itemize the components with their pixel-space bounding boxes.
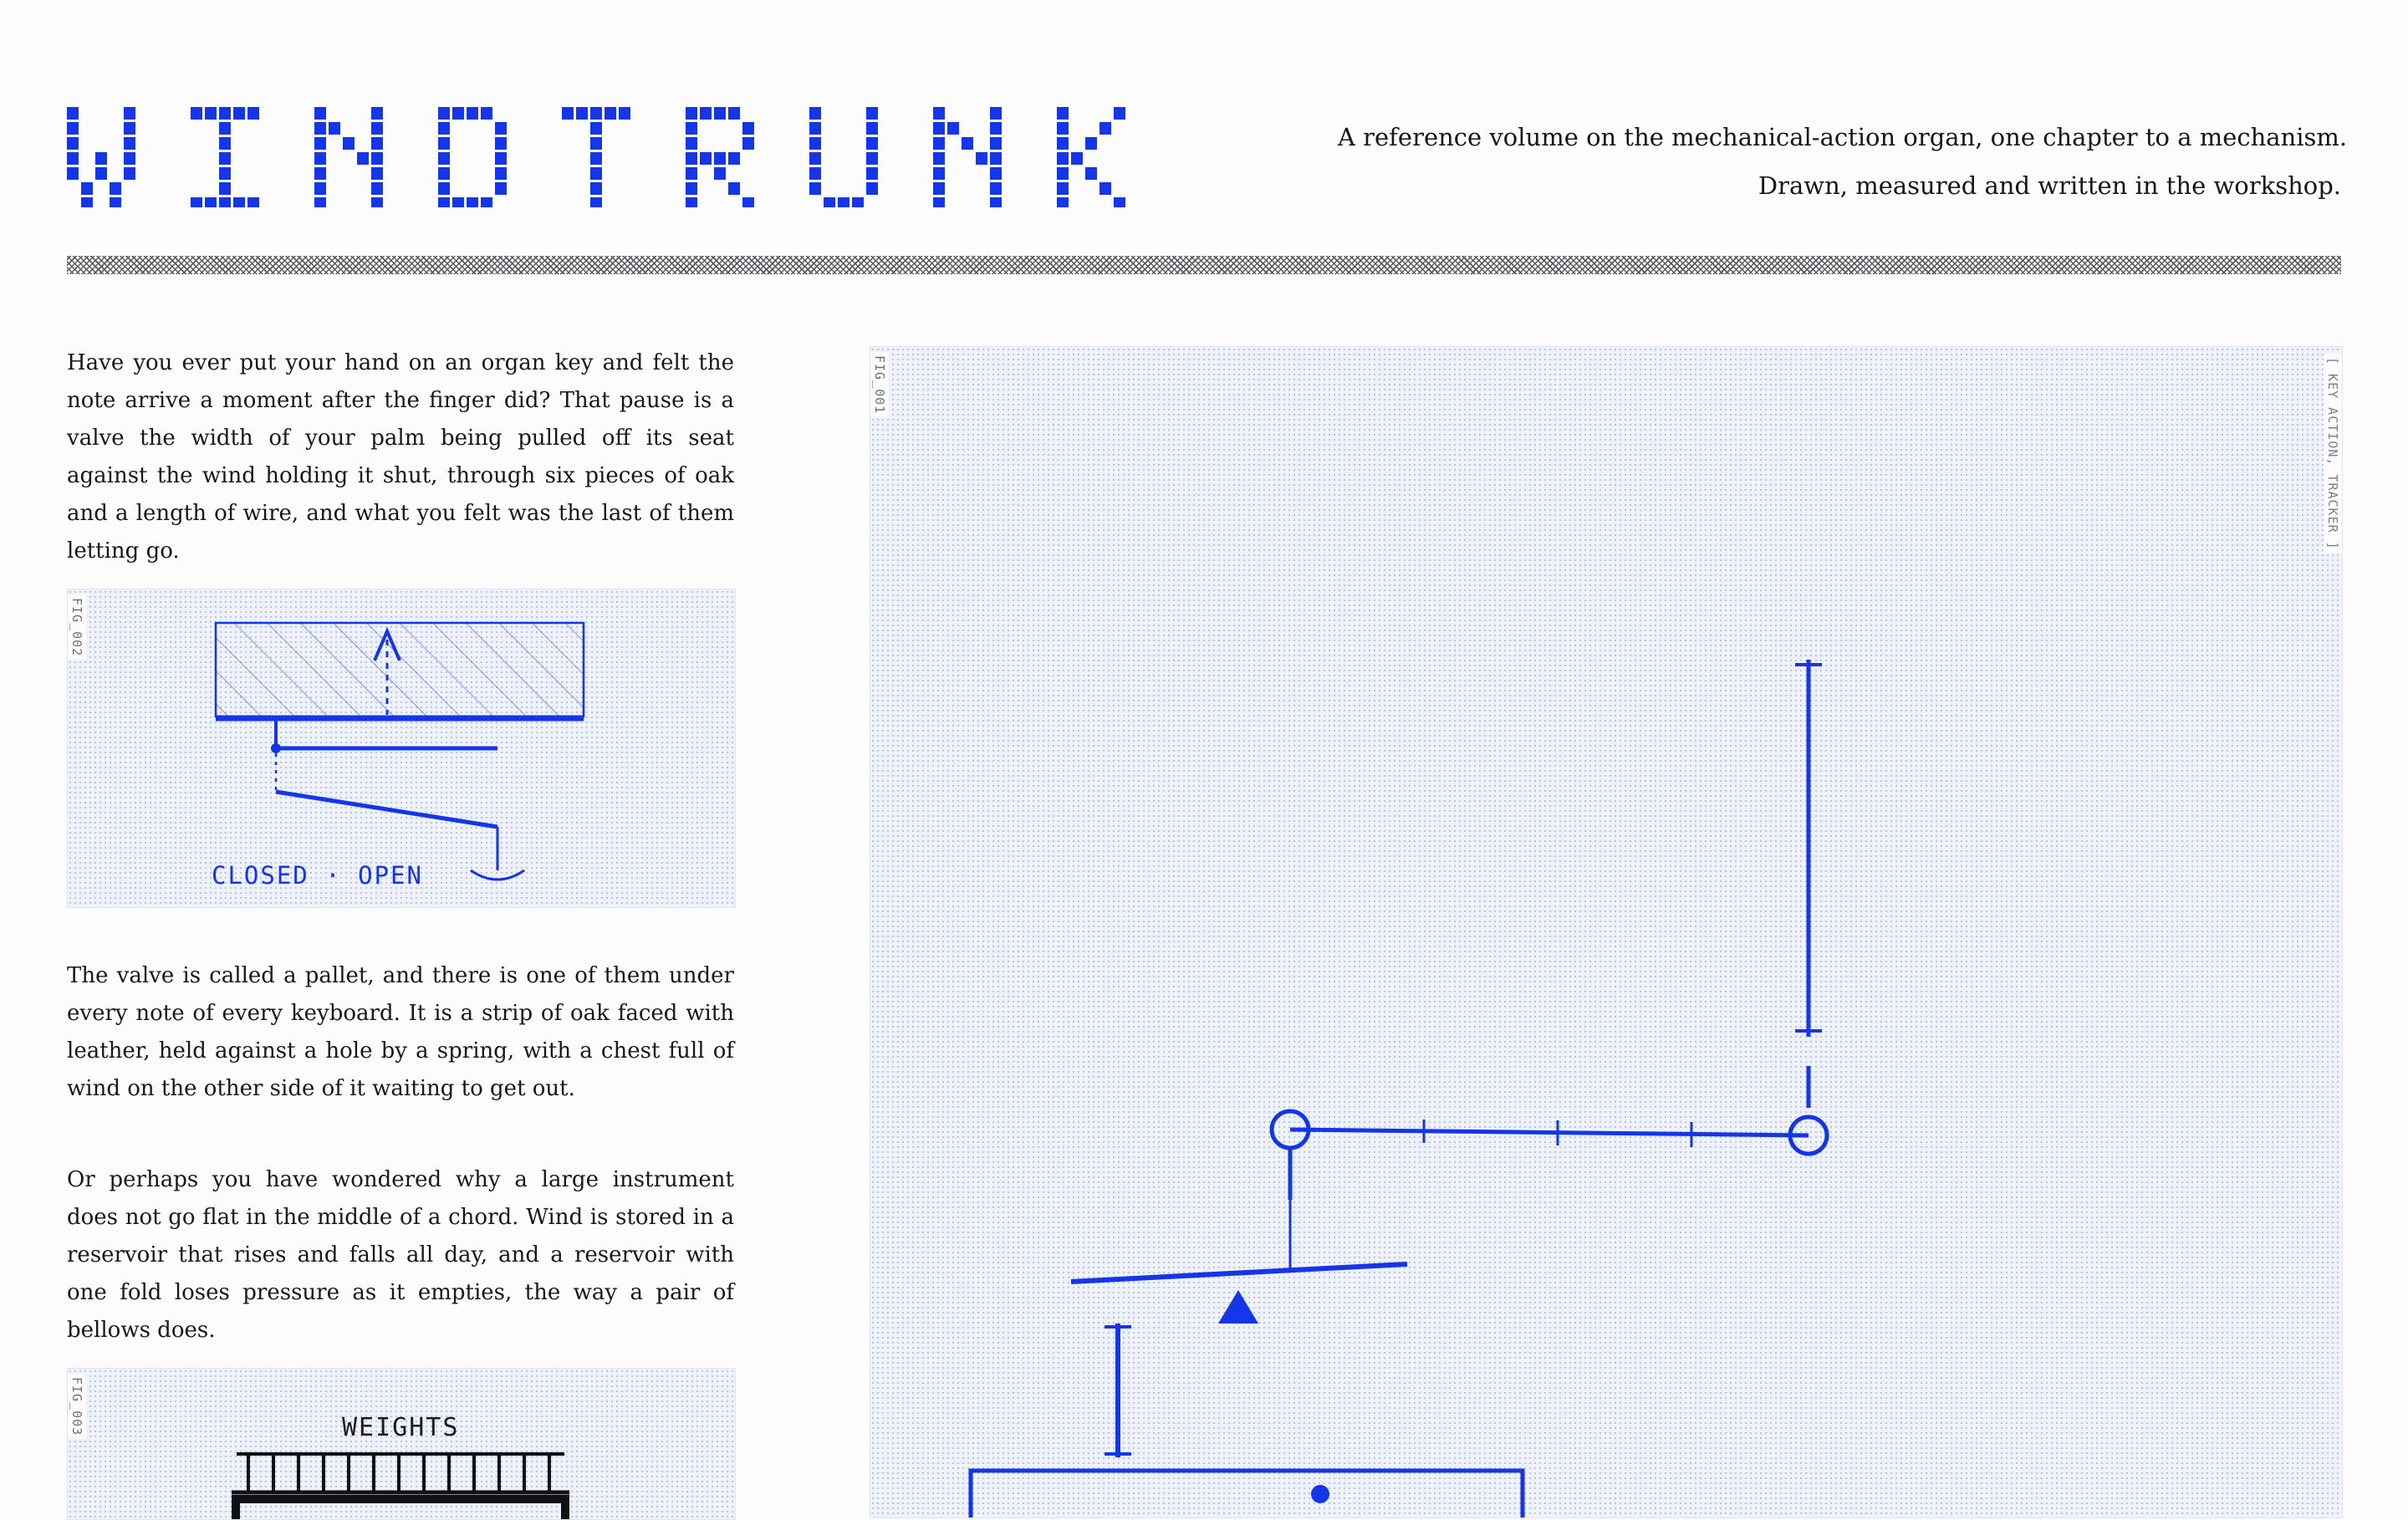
reservoir-diagram: WEIGHTS — [232, 1413, 569, 1519]
reservoir-paragraph: Or perhaps you have wondered why a large… — [67, 1167, 734, 1343]
figure-pallet: CLOSED · OPEN FIG_002 — [67, 589, 736, 908]
figure-reservoir: WEIGHTS FIG_003 — [67, 1368, 736, 1520]
title-letter-d — [438, 107, 507, 207]
figure-side-label: [ KEY ACTION, TRACKER ] — [2324, 354, 2342, 553]
pallet-diagram: CLOSED · OPEN — [212, 621, 585, 890]
key-pivot-dot — [1311, 1485, 1329, 1503]
title-letter-i — [191, 107, 259, 207]
pallet-open — [275, 789, 498, 829]
figure-key-action: FIG_001 [ KEY ACTION, TRACKER ] — [870, 346, 2343, 1518]
tagline: A reference volume on the mechanical-act… — [1338, 113, 2348, 210]
figure-label: FIG_003 — [68, 1374, 86, 1440]
reservoir-top — [232, 1495, 569, 1519]
title-letter-n — [314, 107, 383, 207]
fulcrum-icon — [1218, 1290, 1258, 1324]
rollerboard-arm — [1289, 1127, 1809, 1138]
tagline-line-1: A reference volume on the mechanical-act… — [1338, 123, 2348, 151]
pivot-right — [1788, 1114, 1829, 1156]
figure-label: FIG_001 — [870, 352, 889, 418]
title-wordmark — [67, 107, 1125, 207]
wind-chest-block — [214, 621, 585, 718]
title-letter-u — [809, 107, 878, 207]
tagline-line-2: Drawn, measured and written in the works… — [1758, 171, 2341, 200]
title-letter-k — [1057, 107, 1125, 207]
spring — [470, 869, 525, 881]
title-letter-r — [686, 107, 754, 207]
tracker-action-diagram — [968, 660, 1829, 1517]
figure-caption-weights: WEIGHTS — [342, 1413, 459, 1442]
arrow-up-icon — [373, 626, 401, 661]
header-divider — [67, 256, 2341, 274]
title-letter-w — [67, 107, 135, 207]
pallet-paragraph: The valve is called a pallet, and there … — [67, 963, 734, 1101]
figure-caption-closed-open: CLOSED · OPEN — [212, 861, 423, 890]
title-letter-n — [933, 107, 1002, 207]
site-title — [67, 107, 1137, 207]
key-lever — [1070, 1262, 1408, 1284]
pallet-hinge — [271, 743, 281, 753]
figure-label: FIG_002 — [68, 594, 86, 661]
title-letter-t — [562, 107, 630, 207]
keyboard-box — [968, 1468, 1525, 1517]
tracker-linkage — [968, 660, 1829, 1517]
weight-blocks — [247, 1454, 551, 1494]
intro-paragraph: Have you ever put your hand on an organ … — [67, 350, 734, 564]
